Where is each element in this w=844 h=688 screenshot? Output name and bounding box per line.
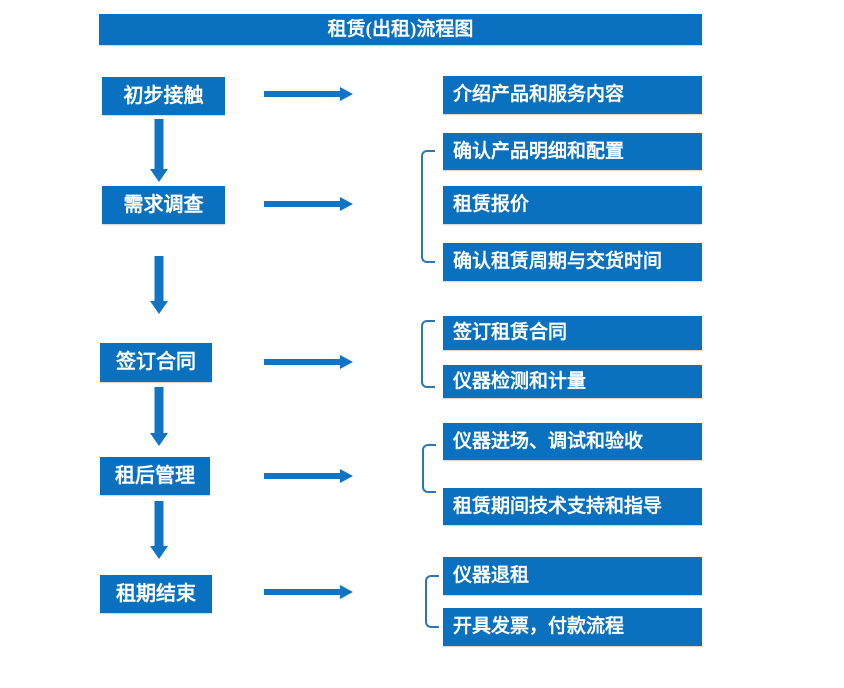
output-box-rental-quote: 租赁报价 (443, 186, 702, 224)
output-box-instrument-return: 仪器退租 (443, 557, 702, 595)
output-box-confirm-details: 确认产品明细和配置 (443, 133, 702, 170)
output-box-invoice-payment: 开具发票，付款流程 (443, 608, 702, 646)
stage-box-sign-contract: 签订合同 (100, 343, 212, 382)
output-box-instrument-setup: 仪器进场、调试和验收 (443, 423, 702, 460)
stage-box-initial-contact: 初步接触 (102, 77, 225, 115)
arrow-right-icon (264, 197, 353, 211)
group-bracket-icon (421, 320, 435, 388)
group-bracket-icon (422, 444, 436, 493)
output-box-instrument-testing: 仪器检测和计量 (443, 365, 702, 398)
stage-box-post-rental-mgmt: 租后管理 (100, 457, 210, 495)
arrow-right-icon (264, 469, 353, 483)
stage-box-lease-end: 租期结束 (100, 575, 212, 613)
group-bracket-icon (425, 575, 439, 628)
page-title: 租赁(出租)流程图 (99, 14, 702, 45)
arrow-right-icon (264, 585, 353, 599)
arrow-right-icon (264, 355, 353, 369)
stage-box-demand-survey: 需求调查 (102, 186, 225, 224)
output-box-introduce-products: 介绍产品和服务内容 (443, 76, 702, 114)
arrow-down-icon (150, 501, 168, 559)
group-bracket-icon (421, 150, 435, 263)
arrow-down-icon (150, 256, 168, 314)
output-box-confirm-period: 确认租赁周期与交货时间 (443, 243, 702, 281)
arrow-down-icon (150, 119, 168, 182)
output-box-sign-rental-contract: 签订租赁合同 (443, 316, 702, 350)
output-box-tech-support: 租赁期间技术支持和指导 (443, 488, 702, 525)
arrow-right-icon (264, 87, 353, 101)
arrow-down-icon (150, 387, 168, 446)
